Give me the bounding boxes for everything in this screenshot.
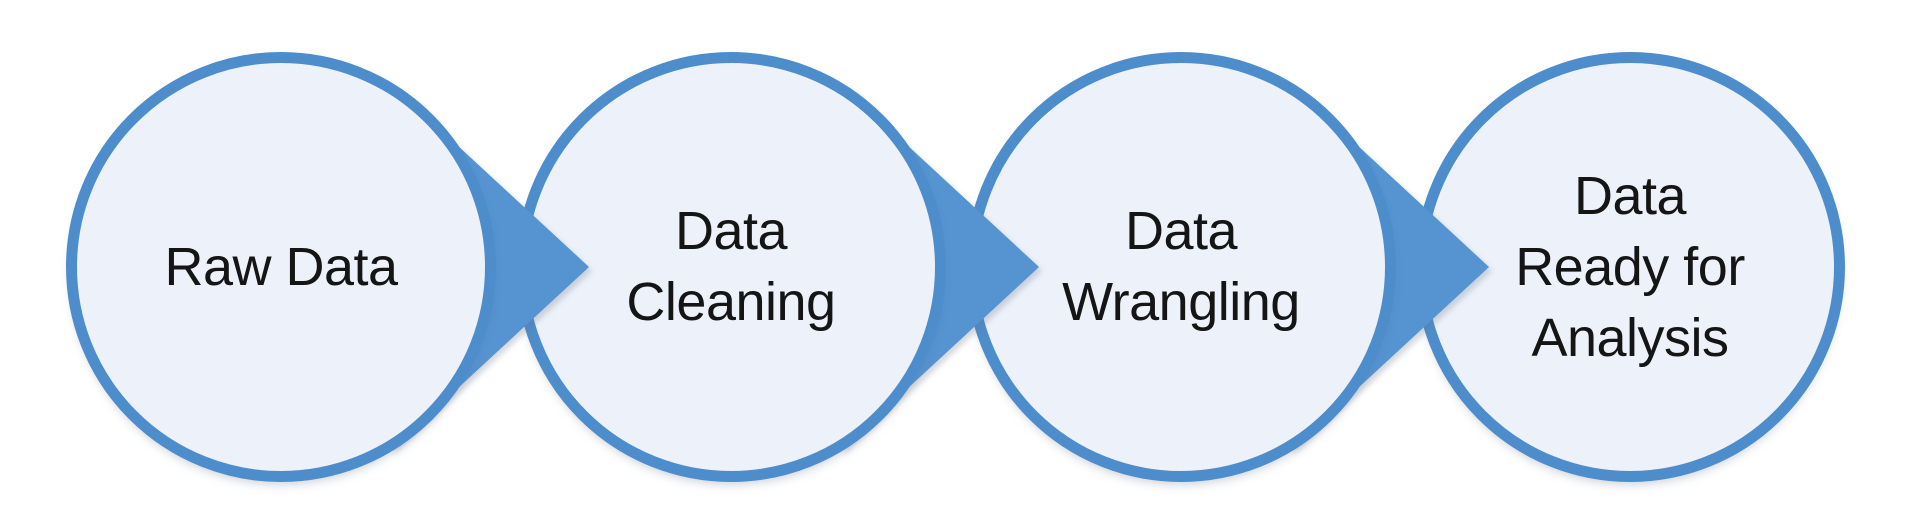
step-label-line: Data — [674, 201, 788, 261]
step-circle-data-cleaning: Data Cleaning — [516, 52, 946, 482]
step-label-line: Data — [1124, 201, 1238, 261]
step-label-line: Raw Data — [164, 236, 398, 297]
step-label-raw-data: Raw Data — [164, 232, 398, 303]
step-label-line: Ready for — [1515, 236, 1745, 297]
step-label-data-ready-for-analysis: Data Ready for Analysis — [1515, 161, 1745, 374]
step-label-data-wrangling: Data Wrangling — [1062, 196, 1300, 338]
step-label-line: Wrangling — [1062, 272, 1300, 332]
step-label-line: Cleaning — [626, 272, 836, 332]
step-circle-raw-data: Raw Data — [66, 52, 496, 482]
step-label-data-cleaning: Data Cleaning — [626, 196, 836, 338]
step-label-line: Data — [1573, 165, 1687, 226]
step-label-line: Analysis — [1531, 307, 1729, 368]
